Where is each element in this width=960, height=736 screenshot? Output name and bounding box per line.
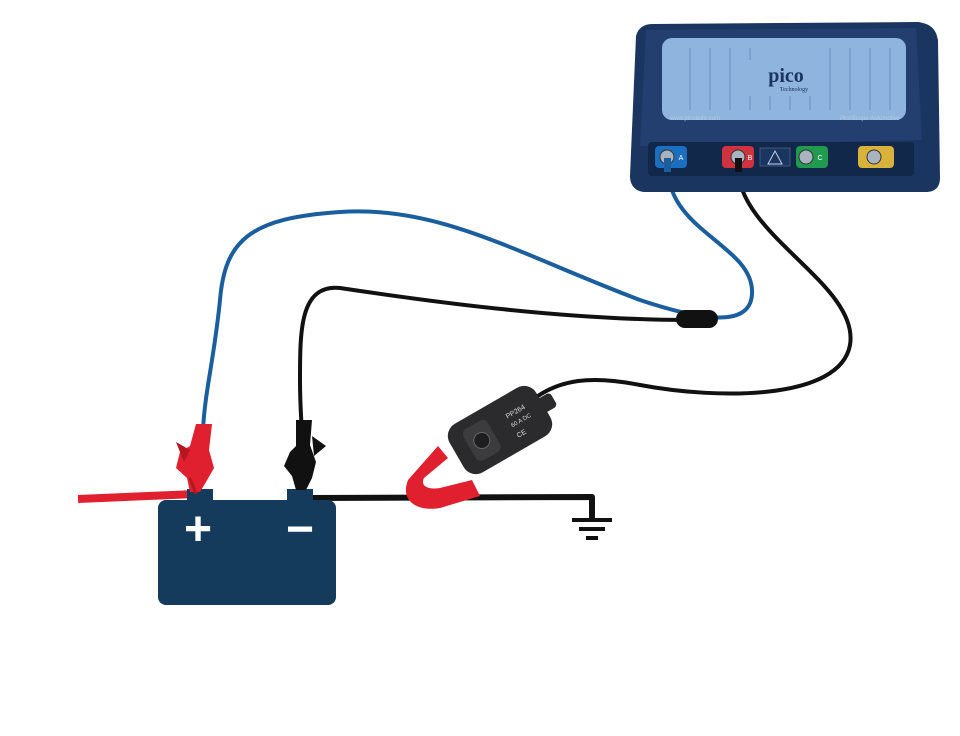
channel-b-plug	[735, 158, 742, 172]
channel-a-label: A	[679, 155, 684, 162]
channel-c-connector-icon	[798, 149, 814, 165]
battery-body	[158, 500, 336, 605]
blue-lead	[201, 166, 755, 432]
red-crocodile-clip	[176, 424, 214, 495]
ground-icon	[572, 518, 612, 540]
scope-top-panel	[662, 38, 906, 120]
black-lead-clamp	[533, 166, 853, 400]
scope-warning-label	[759, 147, 791, 167]
scope-website: www.picoauto.com	[669, 116, 720, 122]
channel-b-label: B	[748, 155, 753, 162]
lead-splitter	[676, 310, 718, 328]
black-crocodile-clip	[284, 420, 326, 490]
clamp-jaws	[405, 446, 480, 509]
clamp-zero-knob	[473, 432, 491, 449]
scope-channel-c[interactable]: C	[796, 146, 828, 168]
channel-c-label: C	[817, 155, 822, 162]
leads	[201, 166, 853, 442]
scope-channel-a[interactable]: A	[655, 146, 687, 168]
scope-brand-sub: Technology	[780, 87, 808, 93]
positive-cable	[77, 490, 197, 503]
battery-positive-symbol: +	[184, 503, 212, 556]
clamp-ce-label: CE	[516, 428, 528, 439]
channel-d-connector-icon	[866, 149, 882, 165]
picoscope-unit: pico Technology www.picoauto.com PicoSco…	[630, 22, 940, 192]
current-clamp: PP264 60 A DC CE	[405, 385, 557, 509]
battery: + −	[158, 489, 336, 605]
battery-terminal-negative	[287, 489, 313, 503]
scope-product-name: PicoScope Automotive	[840, 116, 901, 122]
black-lead-ground	[297, 285, 692, 442]
scope-channel-d[interactable]	[858, 146, 894, 168]
battery-terminal-positive	[187, 489, 213, 503]
scope-brand: pico	[768, 65, 804, 87]
channel-a-plug	[664, 158, 671, 172]
scope-panel-ridges	[689, 48, 891, 110]
battery-negative-symbol: −	[286, 503, 314, 556]
scope-channel-b[interactable]: B	[722, 146, 754, 168]
